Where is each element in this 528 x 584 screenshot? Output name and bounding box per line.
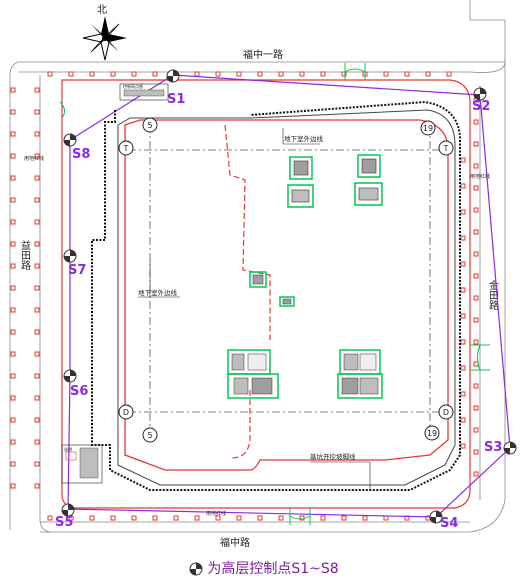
retaining-wall-hatch [91, 100, 461, 491]
road-label-east: 金田路 [487, 279, 499, 311]
site-gates [59, 63, 490, 525]
pit-edge [117, 109, 456, 486]
legend: 为高层控制点S1~S8 [0, 558, 528, 578]
core-tubes [227, 154, 383, 399]
control-point-label-s8: S8 [72, 147, 90, 162]
boundary-label-nw: 用地红线 [24, 155, 44, 162]
annotations [138, 128, 371, 490]
axis-label-19-bottom: 19 [427, 429, 437, 438]
axis-label-D-right: D [443, 408, 449, 417]
north-arrow-icon [82, 16, 127, 61]
axis-grid [128, 125, 440, 440]
basement-outline-top-label: 地下室外边线 [284, 134, 324, 143]
boundary-label-s: 用地红线 [206, 510, 226, 517]
axis-label-5-top: 5 [147, 121, 152, 130]
control-point-label-s1: S1 [167, 92, 185, 107]
axis-bubbles [118, 117, 454, 443]
legend-text: 为高层控制点S1~S8 [207, 561, 339, 577]
control-point-label-s5: S5 [55, 515, 73, 530]
road-label-west: 益田路 [19, 239, 31, 271]
site-office-top [119, 83, 169, 101]
boundary-label-ne: 用地红线 [470, 173, 490, 180]
control-point-s2: S2 [472, 87, 490, 114]
road-label-south: 福中路 [220, 536, 250, 549]
control-point-s6: S6 [63, 369, 88, 399]
control-point-label-s7: S7 [68, 263, 86, 278]
control-point-icon [189, 562, 203, 576]
control-point-label-s3: S3 [484, 440, 502, 455]
control-point-s5: S5 [55, 503, 75, 530]
control-point-s3: S3 [484, 440, 517, 455]
pit-edge-label: 基坑开挖坡脚线 [310, 452, 356, 461]
road-label-north: 福中一路 [243, 48, 283, 61]
axis-label-5-bottom: 5 [147, 431, 152, 440]
control-point-label-s6: S6 [70, 384, 88, 399]
control-point-label-s2: S2 [472, 99, 490, 114]
site-boundary [61, 79, 471, 509]
control-point-s7: S7 [63, 249, 86, 278]
control-point-s8: S8 [63, 133, 90, 162]
site-office-bottom [61, 444, 103, 484]
site-office-bottom-label: 说明 [64, 446, 72, 452]
control-point-label-s4: S4 [440, 516, 458, 531]
basement-outline-left-label: 地下室外边线 [138, 288, 178, 297]
axis-label-T-left: T [123, 144, 129, 153]
construction-dash-line [224, 124, 271, 459]
axis-label-19-top: 19 [423, 124, 433, 133]
boundary-posts [10, 71, 479, 521]
north-label: 北 [97, 4, 107, 16]
road-edges [9, 0, 506, 533]
axis-label-D-left: D [123, 408, 129, 417]
control-point-s4: S4 [429, 510, 458, 531]
axis-label-T-right: T [443, 144, 449, 153]
site-office-top-label: 控制网点图 [123, 83, 143, 89]
control-point-s1: S1 [166, 69, 185, 107]
